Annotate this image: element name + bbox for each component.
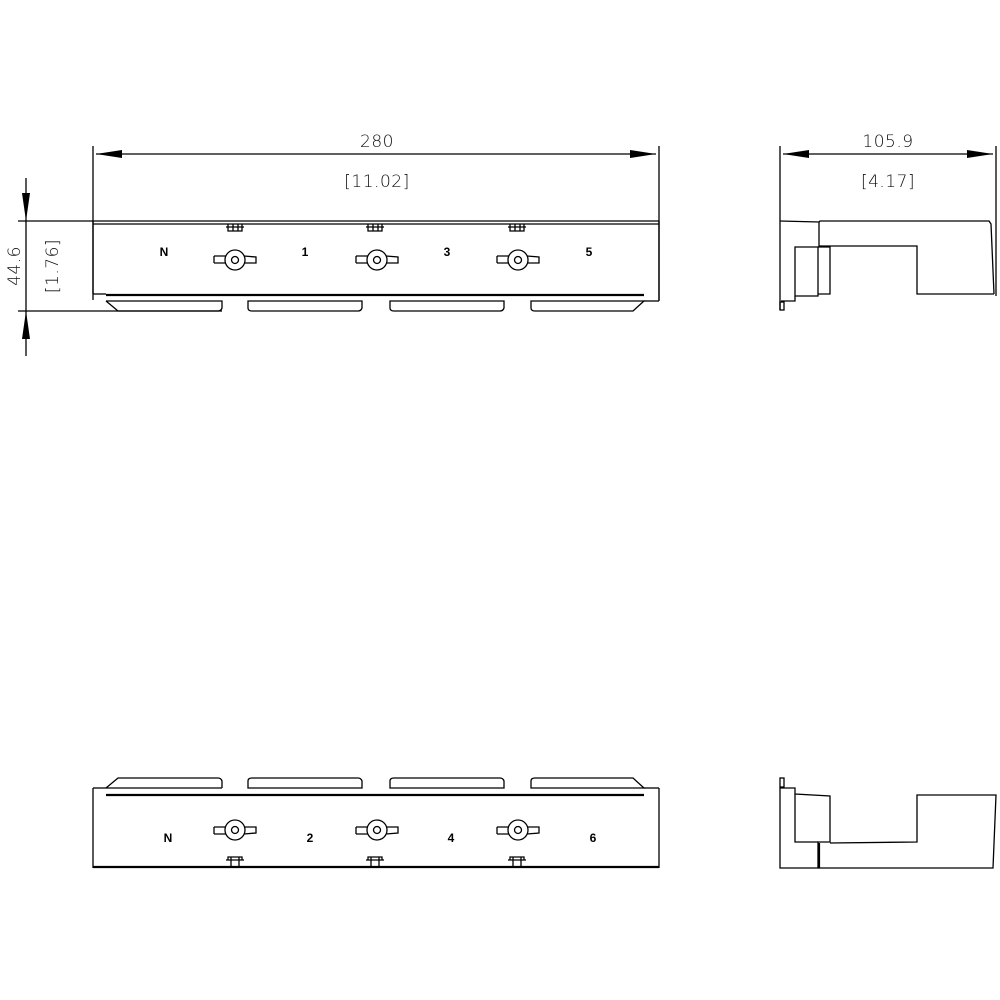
wing-nut-icon (355, 819, 399, 841)
terminal-label: N (160, 245, 169, 259)
terminal-label: 1 (302, 245, 309, 259)
width-dimension: 280 [11.02] (92, 132, 660, 300)
front-view-bottom: N 2 4 6 (92, 777, 660, 869)
clip (366, 856, 384, 867)
depth-dimension-inch: [4.17] (861, 172, 915, 192)
depth-dimension: 105.9 [4.17] (779, 132, 997, 310)
clip (508, 224, 526, 232)
clip (226, 224, 244, 232)
side-view-bottom (779, 777, 997, 869)
wing-nut-icon (496, 249, 540, 271)
clip (508, 856, 526, 867)
terminal-label: 2 (307, 831, 314, 845)
front-view-top: 280 [11.02] 44.6 [1.76] (5, 132, 660, 356)
height-dimension-value: 44.6 (5, 246, 25, 286)
terminal-label: 3 (444, 245, 451, 259)
clip (366, 224, 384, 232)
wing-nut-icon (355, 249, 399, 271)
width-dimension-inch: [11.02] (344, 172, 409, 192)
height-dimension: 44.6 [1.76] (5, 178, 222, 356)
depth-dimension-value: 105.9 (862, 132, 913, 152)
clip (226, 856, 244, 867)
terminal-label: N (164, 831, 173, 845)
side-view-top: 105.9 [4.17] (779, 132, 997, 311)
wing-nut-icon (496, 819, 540, 841)
terminal-label: 6 (590, 831, 597, 845)
wing-nut-icon (213, 249, 257, 271)
width-dimension-value: 280 (360, 132, 394, 152)
terminal-label: 5 (586, 245, 593, 259)
wing-nut-icon (213, 819, 257, 841)
terminal-label: 4 (448, 831, 455, 845)
height-dimension-inch: [1.76] (43, 239, 63, 293)
